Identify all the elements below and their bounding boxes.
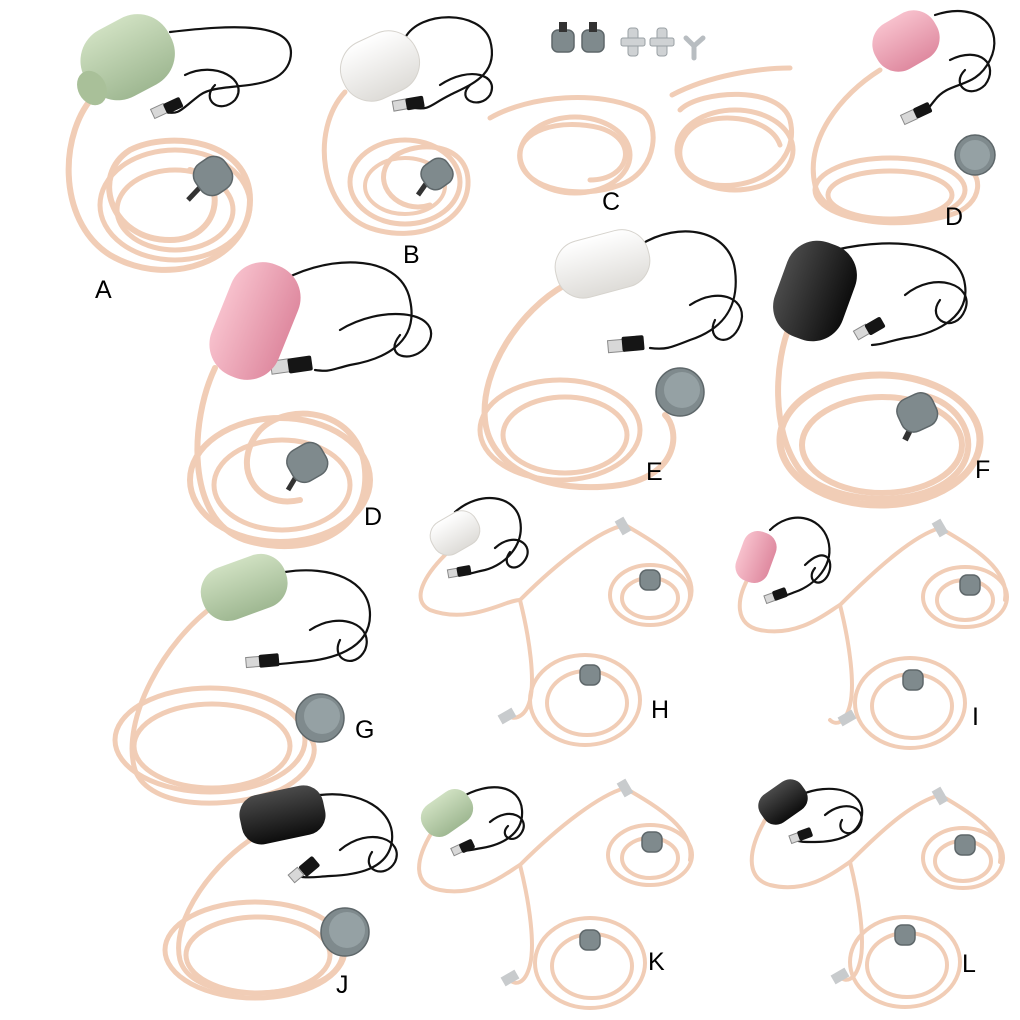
label-c: C [602,188,620,216]
pump-green [420,789,474,837]
product-d-top: D [810,9,996,231]
product-a: A [65,14,293,304]
pump-black [773,240,857,342]
label-e: E [646,458,663,486]
pump-white [429,510,481,556]
label-a: A [95,276,112,304]
product-j: J [162,785,398,1001]
label-d-middle: D [364,503,382,531]
pump-green [80,14,175,101]
product-l: L [749,779,1005,1009]
product-k: K [417,778,694,1010]
product-c: C [487,22,796,216]
product-e: E [477,229,743,491]
label-k: K [648,948,665,976]
pump-black [239,785,326,845]
label-i: I [972,703,979,731]
pump-white [554,229,651,299]
label-g: G [355,716,374,744]
product-f: F [773,240,990,509]
pump-pink [872,10,940,72]
pump-black [758,779,808,825]
pump-white [340,30,420,102]
product-i: I [735,516,1009,750]
pump-green [200,553,288,622]
label-d-top: D [945,203,963,231]
pump-pink [209,262,301,380]
label-j: J [336,971,349,999]
product-d-middle: D [187,261,433,550]
check-valves [620,27,675,57]
label-h: H [651,696,669,724]
pump-pink [735,530,777,584]
product-b: B [321,16,493,269]
t-connector [683,35,706,61]
label-l: L [962,950,976,978]
label-f: F [975,456,990,484]
stone-pair [551,22,605,53]
label-b: B [403,241,420,269]
product-g: G [112,553,374,806]
product-h: H [418,497,694,747]
